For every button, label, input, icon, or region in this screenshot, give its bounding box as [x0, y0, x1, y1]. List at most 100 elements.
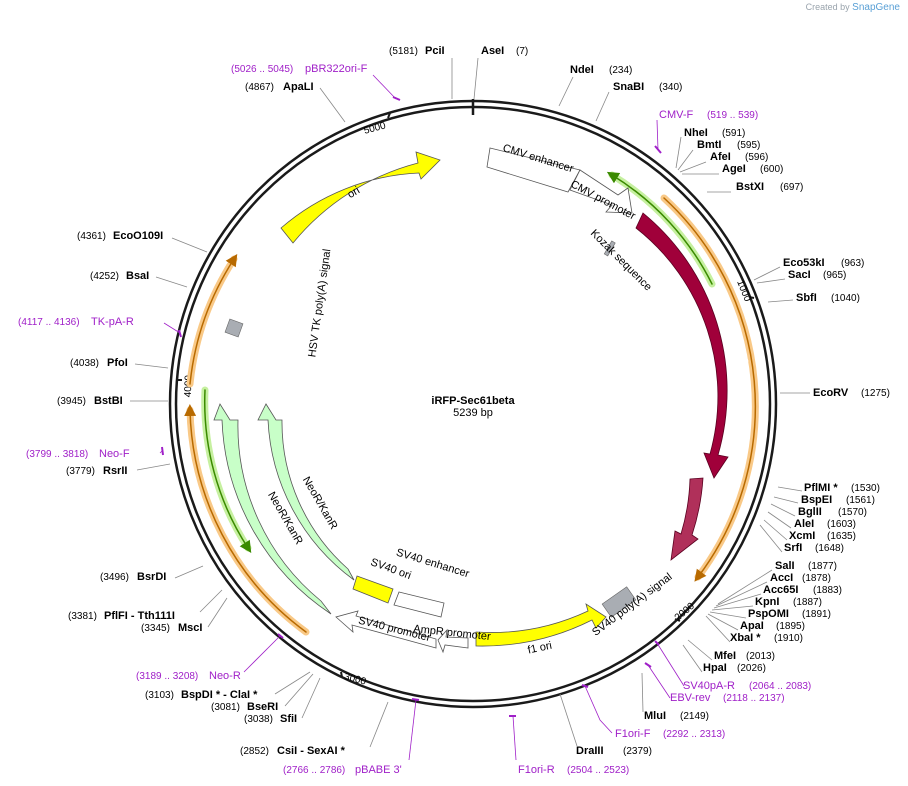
- primer-name-neo-f: Neo-F: [99, 448, 130, 460]
- site-name-csii: CsiI - SexAI *: [277, 745, 346, 757]
- leader-pfoi: [134, 363, 169, 369]
- site-name-apali: ApaLI: [283, 81, 314, 93]
- leader-xbai: [705, 615, 731, 643]
- site-name-msci: MscI: [178, 622, 202, 634]
- site-pos-sfii: (3038): [244, 714, 273, 725]
- primer-mark-neo-f: [161, 446, 164, 456]
- primer-name-cmv-f: CMV-F: [659, 109, 694, 121]
- ori-arrow: [280, 151, 441, 244]
- site-pos-csii: (2852): [240, 746, 269, 757]
- site-name-ecorv: EcoRV: [813, 387, 849, 399]
- primer-name-ebv-rev: EBV-rev: [670, 692, 711, 704]
- site-name-pcii: PciI: [425, 45, 445, 57]
- hsv-tk-polya-box: [224, 318, 244, 338]
- sv40-ori-box: [352, 575, 394, 604]
- site-pos-bseri: (3081): [211, 702, 240, 713]
- primer-range-tk-pa-r: (4117 .. 4136): [18, 317, 80, 328]
- primer-mark-tk-pa-r: [178, 329, 182, 338]
- site-name-tth111i: PflFI - Tth111I: [104, 610, 175, 622]
- site-name-sfii: SfiI: [280, 713, 297, 725]
- primer-leader-ebv-rev: [647, 664, 671, 699]
- leader-tth111i: [199, 589, 223, 613]
- site-pos-bglii: (1570): [838, 507, 867, 518]
- primer-leader-f1ori-f: [584, 685, 613, 734]
- leader-bmti: [677, 149, 694, 171]
- tick-mark-5000: [387, 112, 391, 119]
- site-name-bsrdi: BsrDI: [137, 571, 166, 583]
- site-name-acci: AccI: [770, 572, 793, 584]
- leader-apai: [707, 613, 739, 631]
- primer-mark-pbabe3: [411, 698, 420, 701]
- site-name-xcmi: XcmI: [789, 530, 815, 542]
- site-pos-pfoi: (4038): [70, 358, 99, 369]
- feature-label-sec61b: Sec61β: [697, 497, 723, 536]
- site-pos-acc65i: (1883): [813, 585, 842, 596]
- site-name-ndei: NdeI: [570, 64, 594, 76]
- leader-bsrdi: [174, 565, 204, 579]
- site-pos-acci: (1878): [802, 573, 831, 584]
- site-pos-tth111i: (3381): [68, 611, 97, 622]
- primer-name-f1ori-r: F1ori-R: [518, 764, 555, 776]
- neor-kanr-outer-arrow: [213, 403, 332, 615]
- site-pos-clai: (3103): [145, 690, 174, 701]
- primer-name-pbr322ori-f: pBR322ori-F: [305, 63, 368, 75]
- site-name-saci: SacI: [788, 269, 811, 281]
- tick-label-3000: 3000: [343, 671, 368, 687]
- site-pos-bsai: (4252): [90, 271, 119, 282]
- site-name-eco0109i: EcoO109I: [113, 230, 163, 242]
- site-name-apai: ApaI: [740, 620, 764, 632]
- leader-bseri: [284, 673, 314, 707]
- site-pos-pflmi: (1530): [851, 483, 880, 494]
- features: [213, 147, 729, 654]
- site-name-sbfi: SbfI: [796, 292, 817, 304]
- plasmid-length: 5239 bp: [453, 407, 493, 419]
- feature-label-hsv-tk-polya: HSV TK poly(A) signal: [306, 248, 333, 358]
- site-pos-ndei: (234): [609, 65, 632, 76]
- site-pos-rsrii: (3779): [66, 466, 95, 477]
- primer-mark-neo-r: [277, 633, 284, 639]
- site-pos-sali: (1877): [808, 561, 837, 572]
- site-pos-kpni: (1887): [793, 597, 822, 608]
- site-pos-saci: (965): [823, 270, 846, 281]
- leader-afei: [679, 161, 707, 173]
- site-name-sali: SalI: [775, 560, 795, 572]
- sec61b-arrow: [670, 477, 704, 561]
- leader-ndei: [558, 76, 574, 107]
- leader-hpai: [682, 644, 703, 673]
- primer-leader-cmv-f: [656, 119, 659, 151]
- primer-range-sv40pa-r: (2064 .. 2083): [749, 681, 811, 692]
- site-name-bstbi: BstBI: [94, 395, 123, 407]
- tick-mark-2000: [674, 618, 681, 622]
- primer-range-cmv-f: (519 .. 539): [707, 110, 758, 121]
- primer-name-tk-pa-r: TK-pA-R: [91, 316, 134, 328]
- leader-csii: [369, 701, 389, 748]
- site-name-bspei: BspEI: [801, 494, 832, 506]
- site-name-rsrii: RsrII: [103, 465, 127, 477]
- site-pos-sbfi: (1040): [831, 293, 860, 304]
- site-name-asei: AseI: [481, 45, 504, 57]
- leader-saci: [756, 278, 786, 284]
- leader-sfii: [301, 677, 321, 719]
- site-pos-snabi: (340): [659, 82, 682, 93]
- leader-pflmi: [777, 486, 803, 492]
- orange-arc-left-high: [189, 253, 238, 385]
- green-arc-left: [203, 389, 252, 554]
- orange-arc-right: [663, 197, 757, 582]
- leader-bspei: [773, 496, 799, 504]
- site-pos-eco0109i: (4361): [77, 231, 106, 242]
- orange-arcs: [184, 194, 759, 636]
- sv40-enhancer-box: [393, 591, 445, 618]
- leader-asei: [473, 57, 479, 100]
- kozak-sequence-box: [603, 240, 616, 257]
- site-pos-bstxi: (697): [780, 182, 803, 193]
- primer-name-pbabe3: pBABE 3': [355, 764, 402, 776]
- primer-range-f1ori-r: (2504 .. 2523): [567, 765, 629, 776]
- site-name-bstxi: BstXI: [736, 181, 764, 193]
- tick-mark-3000: [340, 671, 343, 678]
- primer-leader-neo-r: [243, 635, 281, 673]
- leader-eco0109i: [171, 237, 208, 253]
- site-pos-mfei: (2013): [746, 651, 775, 662]
- leader-apali: [319, 87, 346, 123]
- leader-eco53ki: [753, 266, 781, 281]
